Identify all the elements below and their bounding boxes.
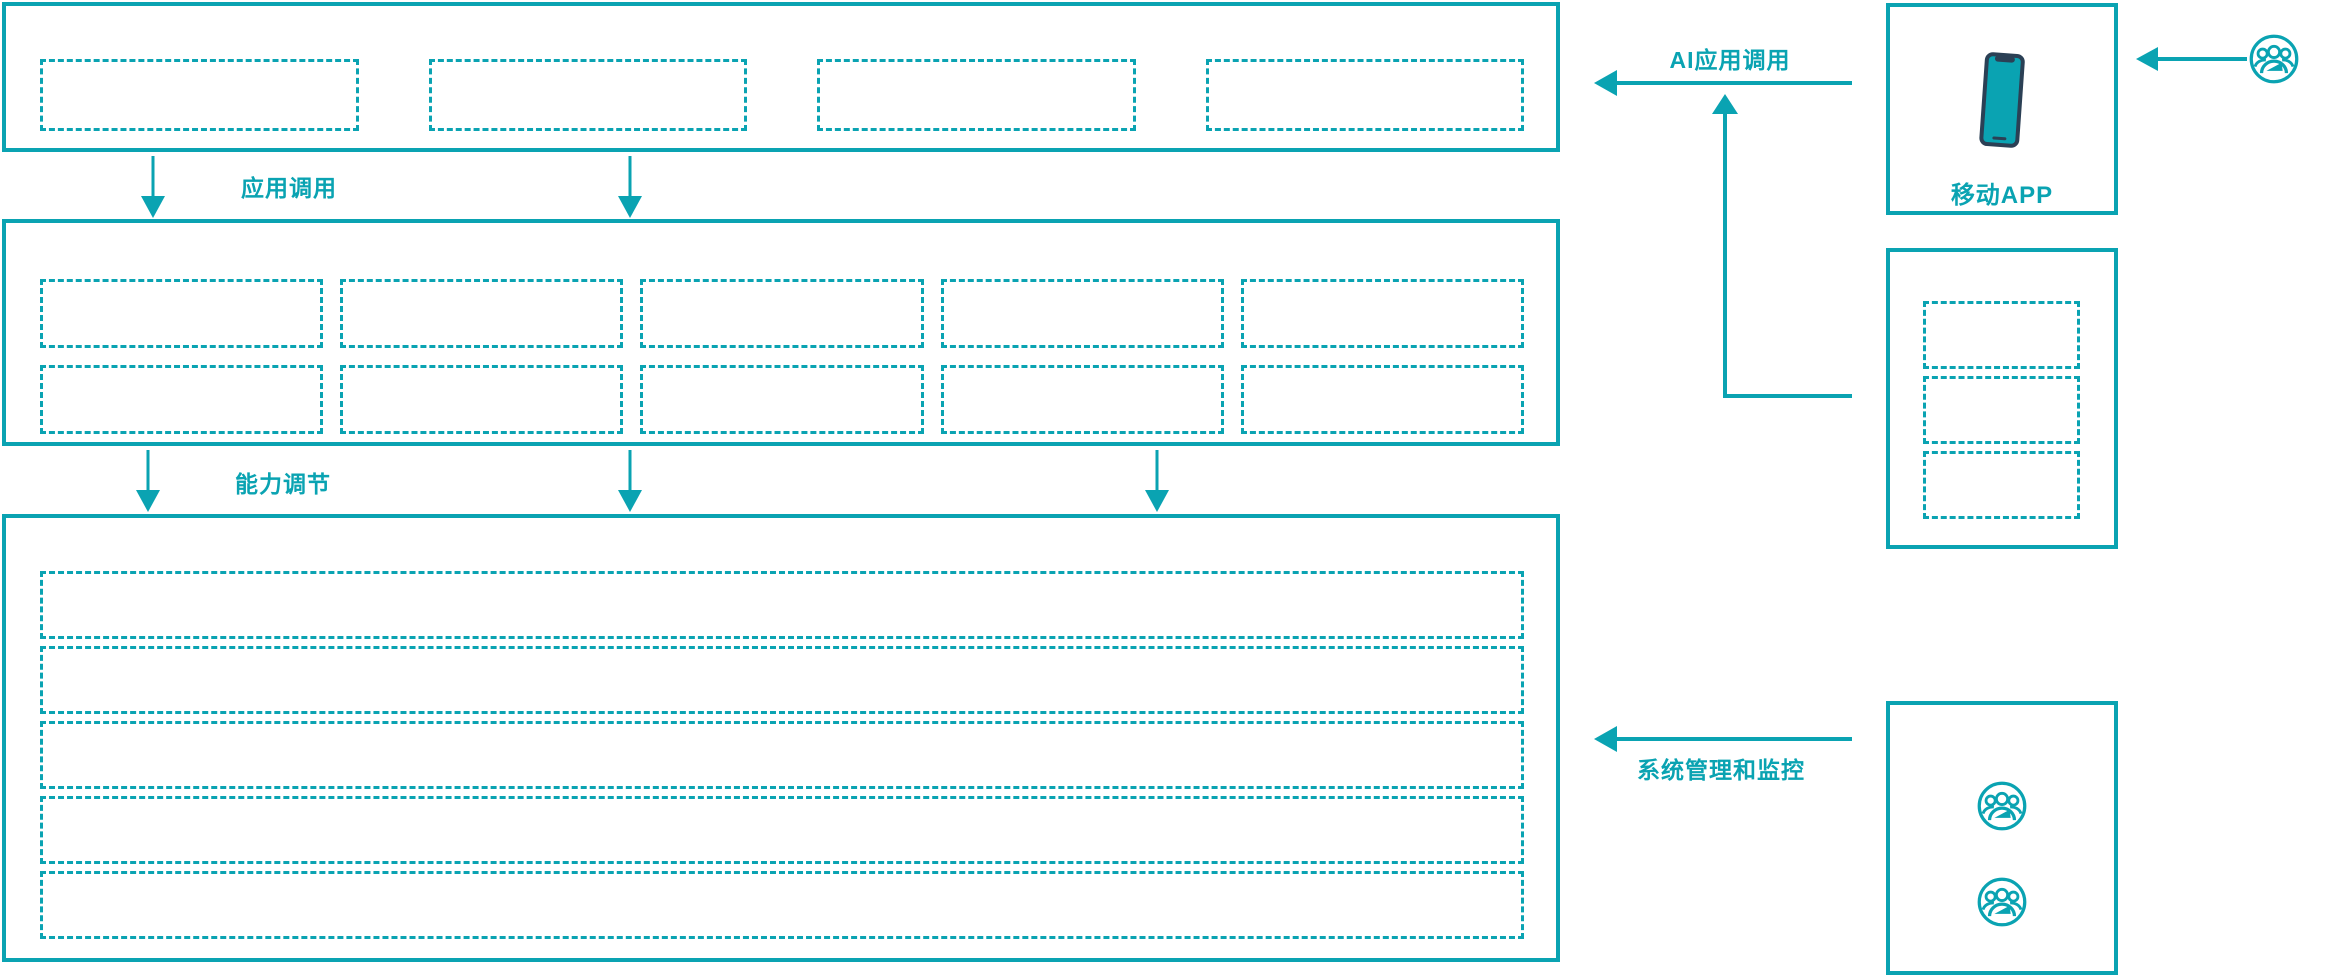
placeholder-box [40,279,324,348]
placeholder-box [340,364,624,434]
app-call-label: 应用调用 [241,175,337,201]
ai-app-call-label: AI应用调用 [1669,47,1791,73]
placeholder-box [1923,451,2080,519]
placeholder-box [40,364,324,434]
placeholder-box [1205,59,1524,131]
placeholder-box [1240,364,1524,434]
placeholder-box [1923,301,2080,369]
app-call-arrowhead-2 [618,196,642,218]
capability-arrowhead-1 [136,490,160,512]
placeholder-box [40,571,1524,639]
placeholder-box [428,59,747,131]
placeholder-box [40,721,1524,789]
placeholder-box [940,364,1224,434]
capability-arrowhead-2 [618,490,642,512]
user-group-icon [1977,877,2027,927]
panel-up-arrowhead [1712,94,1738,114]
placeholder-box [1923,376,2080,444]
placeholder-box [40,871,1524,939]
placeholder-box [640,364,924,434]
capability-arrowhead-3 [1145,490,1169,512]
capability-adjust-label: 能力调节 [235,471,331,497]
admin-users-box [1886,701,2118,975]
placeholder-box [940,279,1224,348]
mobile-app-box: 移动APP [1886,3,2118,215]
app-call-arrowhead-1 [141,196,165,218]
placeholder-box [1240,279,1524,348]
resource-layer-box [2,514,1560,962]
system-monitor-arrowhead [1594,726,1617,752]
mobile-app-label: 移动APP [1950,182,2054,209]
capability-layer-box [2,219,1560,446]
ai-call-arrowhead [1594,70,1617,96]
placeholder-box [640,279,924,348]
placeholder-box [40,796,1524,864]
service-panel-box [1886,248,2118,549]
user-group-icon [2249,34,2299,84]
panel-up-connector-line [1723,114,1852,398]
placeholder-box [340,279,624,348]
app-layer-box [2,2,1560,152]
system-monitor-label: 系统管理和监控 [1637,757,1805,783]
placeholder-box [40,59,359,131]
placeholder-box [817,59,1136,131]
user-group-icon [1977,781,2027,831]
user-arrowhead [2136,47,2158,71]
placeholder-box [40,646,1524,714]
smartphone-icon [1971,49,2033,153]
